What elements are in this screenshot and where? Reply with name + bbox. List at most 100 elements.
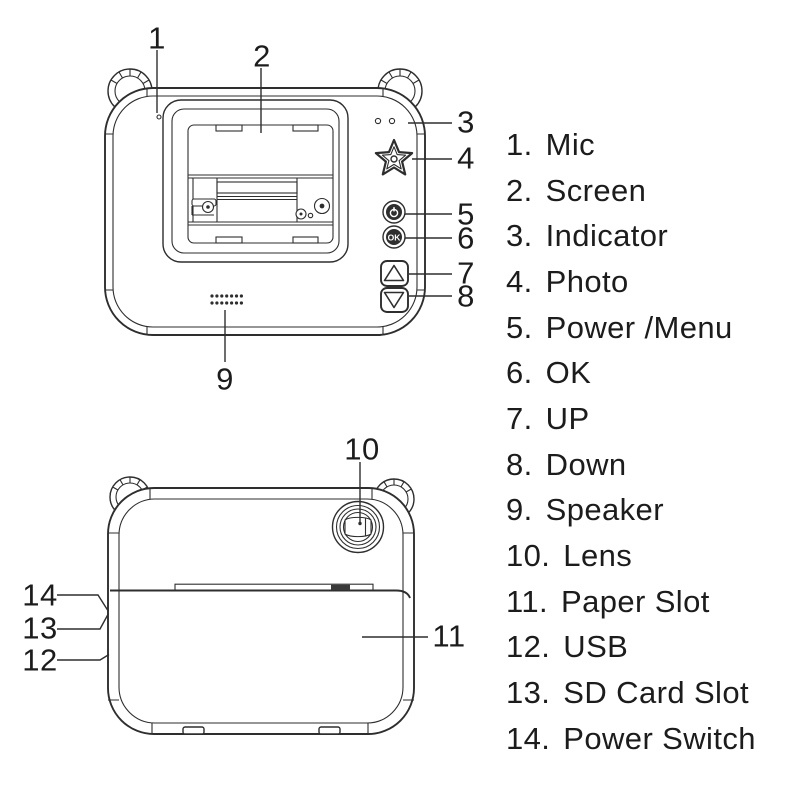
legend-number: 12. [506, 629, 551, 665]
legend-item-speaker: 9. Speaker [506, 488, 756, 534]
leader-10-tip [358, 521, 362, 526]
printer-small-gear-hub [299, 212, 303, 216]
legend-label: Down [545, 446, 627, 482]
paper-slot-dark-segment [331, 584, 350, 591]
screen-plate-tab [215, 236, 243, 244]
leader-line-14 [57, 594, 110, 612]
down-arrow-icon [383, 291, 405, 309]
left-ear-ribs [110, 69, 150, 84]
callout-11: 11 [432, 618, 466, 654]
printer-left-wheel-hub [206, 205, 210, 209]
mic-hole [156, 114, 162, 120]
legend-label: OK [545, 355, 592, 391]
legend-item-sd-card-slot: 13. SD Card Slot [506, 670, 756, 716]
screen-plate-tab [215, 124, 243, 132]
camera-body-inner-outline [112, 95, 418, 328]
camera-back-view: OK [104, 50, 452, 362]
legend-item-power-switch: 14. Power Switch [506, 716, 756, 762]
paper-slot-serration [174, 583, 374, 592]
legend-number: 11. [506, 583, 548, 619]
legend-label: USB [563, 629, 629, 665]
legend-number: 14. [506, 720, 551, 756]
legend-item-usb: 12. USB [506, 625, 756, 671]
lens [331, 500, 385, 554]
leader-line-12 [57, 653, 110, 661]
ok-button-face [386, 229, 402, 245]
bottom-foot-tab [182, 726, 205, 735]
legend-label: Power /Menu [545, 309, 733, 345]
legend-number: 8. [506, 446, 533, 482]
legend-number: 10. [506, 538, 551, 574]
indicator-led-1 [374, 117, 382, 125]
parts-legend: 1. Mic 2. Screen 3. Indicator 4. Photo 5. Pow… [506, 122, 756, 762]
lens-ring-3 [339, 508, 377, 546]
callout-14: 14 [22, 577, 58, 613]
callout-7: 7 [457, 255, 475, 291]
legend-number: 13. [506, 675, 551, 711]
printer-mechanism [188, 174, 333, 226]
front-body-inner-outline [118, 498, 404, 724]
printer-roller [216, 181, 298, 194]
legend-number: 9. [506, 492, 533, 528]
lens-ring-inner [342, 511, 374, 543]
up-button [380, 260, 409, 287]
bottom-foot-tab [318, 726, 341, 735]
legend-number: 7. [506, 400, 533, 436]
legend-label: Photo [545, 263, 629, 299]
callout-2: 2 [253, 38, 271, 74]
legend-number: 5. [506, 309, 533, 345]
legend-label: Lens [563, 538, 633, 574]
legend-item-paper-slot: 11. Paper Slot [506, 579, 756, 625]
up-arrow-icon [383, 264, 405, 282]
legend-item-power-menu: 5. Power /Menu [506, 305, 756, 351]
legend-item-down: 8. Down [506, 442, 756, 488]
power-button-face [386, 204, 402, 220]
legend-item-mic: 1. Mic [506, 122, 756, 168]
callout-5: 5 [457, 196, 475, 232]
legend-label: SD Card Slot [563, 675, 749, 711]
callout-9: 9 [216, 361, 234, 397]
camera-front-view [57, 462, 428, 735]
legend-number: 1. [506, 126, 533, 162]
ok-button: OK [382, 225, 406, 249]
screen-bezel-inner [171, 108, 340, 254]
printer-pin [307, 212, 314, 219]
callout-10: 10 [344, 431, 380, 467]
legend-label: Mic [545, 126, 596, 162]
legend-label: Power Switch [563, 720, 756, 756]
photo-button [374, 138, 414, 176]
photo-button-center [390, 155, 398, 163]
front-right-ear-ribs [376, 479, 412, 493]
legend-number: 4. [506, 263, 533, 299]
legend-item-lens: 10. Lens [506, 533, 756, 579]
legend-item-ok: 6.OK [506, 350, 756, 396]
legend-label: Paper Slot [561, 583, 710, 619]
leader-line-13 [57, 613, 110, 630]
speaker-holes [210, 294, 243, 305]
legend-number: 2. [506, 172, 533, 208]
callout-12: 12 [22, 642, 58, 678]
screen-plate-tab [292, 124, 319, 132]
legend-item-indicator: 3. Indicator [506, 213, 756, 259]
callout-1: 1 [148, 20, 166, 56]
legend-number: 3. [506, 218, 533, 254]
legend-item-up: 7. UP [506, 396, 756, 442]
legend-label: UP [545, 400, 590, 436]
lens-glass [344, 516, 372, 538]
photo-button-star-inner [381, 146, 407, 170]
legend-item-screen: 2. Screen [506, 168, 756, 214]
screen-plate-tab [292, 236, 319, 244]
legend-label: Speaker [545, 492, 664, 528]
legend-label: Screen [545, 172, 647, 208]
paper-door-seam [110, 589, 411, 599]
printer-right-wheel-hub [319, 203, 325, 209]
legend-label: Indicator [545, 218, 669, 254]
indicator-led-2 [388, 117, 396, 125]
lens-ring-2 [335, 504, 381, 550]
front-corner-bumper-seams [108, 488, 414, 734]
callout-6: 6 [457, 220, 475, 256]
ok-button-label: OK [388, 233, 402, 243]
legend-item-photo: 4. Photo [506, 259, 756, 305]
